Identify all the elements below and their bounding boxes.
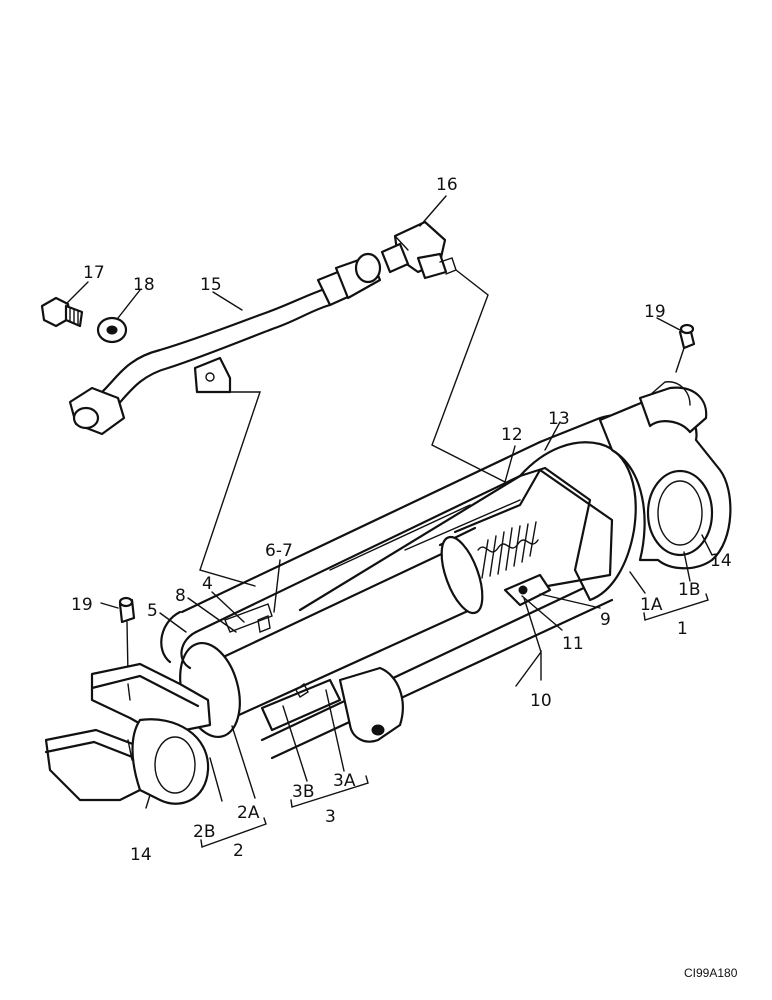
label-3: 3 — [325, 807, 336, 827]
washer-18 — [96, 316, 128, 344]
grease-fitting-19-right — [675, 323, 696, 373]
grease-fitting-19-left — [118, 596, 136, 676]
label-9: 9 — [600, 610, 611, 630]
label-3A: 3A — [333, 771, 356, 791]
barrel-clevis-1B — [598, 381, 732, 570]
group-brackets — [200, 593, 709, 848]
barrel-left-ring — [160, 603, 273, 670]
label-2B: 2B — [193, 822, 215, 842]
label-11: 11 — [562, 634, 584, 654]
label-13: 13 — [548, 409, 570, 429]
label-19-left: 19 — [71, 595, 93, 615]
label-5: 5 — [147, 601, 158, 621]
label-8: 8 — [175, 586, 186, 606]
figure-code: CI99A180 — [684, 966, 738, 980]
label-12: 12 — [501, 425, 523, 445]
label-1: 1 — [677, 619, 688, 639]
bolt-17 — [40, 296, 84, 328]
label-14-left: 14 — [130, 845, 152, 865]
label-10: 10 — [530, 691, 552, 711]
elbow-fitting-16 — [380, 220, 457, 280]
label-2A: 2A — [237, 803, 260, 823]
label-2: 2 — [233, 841, 244, 861]
cylinder-head-3 — [260, 666, 404, 743]
hydraulic-tube-15 — [68, 252, 382, 436]
label-1B: 1B — [678, 580, 700, 600]
label-1A: 1A — [640, 595, 663, 615]
routing-lines — [199, 269, 506, 587]
piston-thread — [477, 521, 539, 579]
label-19-right: 19 — [644, 302, 666, 322]
label-16: 16 — [436, 175, 458, 195]
label-4: 4 — [202, 574, 213, 594]
cylinder-barrel-1 — [180, 414, 650, 760]
label-17: 17 — [83, 263, 105, 283]
part-labels: 16 17 18 15 19 13 12 6-7 14 4 1B 8 19 1A… — [71, 175, 738, 980]
label-6-7: 6-7 — [265, 541, 293, 561]
label-18: 18 — [133, 275, 155, 295]
rod-clevis-2B — [44, 641, 241, 805]
label-3B: 3B — [292, 782, 314, 802]
leader-lines — [65, 195, 713, 809]
piston-rod — [198, 521, 552, 722]
label-15: 15 — [200, 275, 222, 295]
label-14-right: 14 — [710, 551, 732, 571]
